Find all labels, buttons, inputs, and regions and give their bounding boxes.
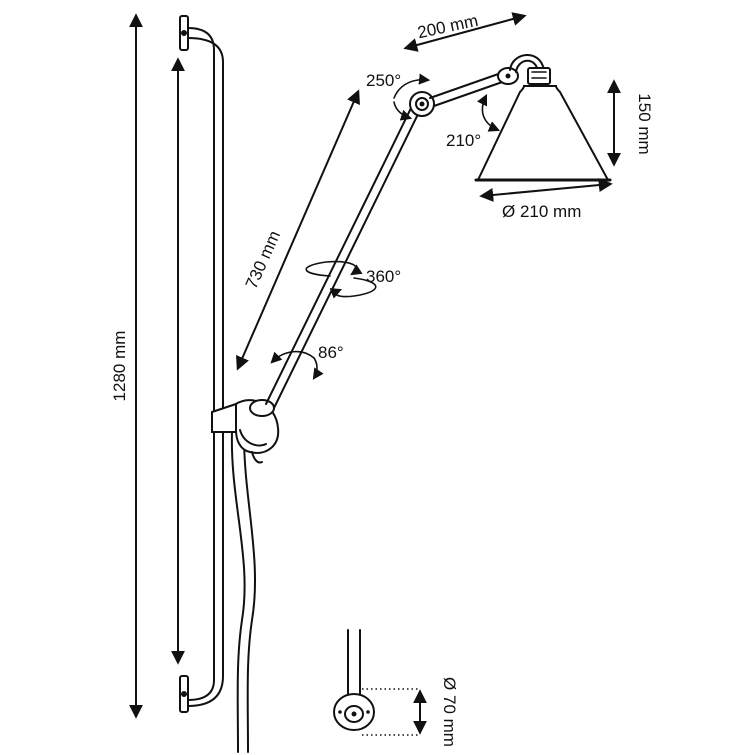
shade-joint: 210° — [446, 54, 551, 150]
base-diameter-label: Ø 70 mm — [440, 677, 459, 747]
shade-height-dimension: 150 mm — [607, 79, 654, 167]
base-diameter-dimension: Ø 70 mm — [413, 677, 459, 747]
top-arm — [429, 71, 509, 107]
shade-joint-angle-label: 210° — [446, 131, 481, 150]
arm-length-label: 730 mm — [242, 228, 284, 292]
arm-rotation-indicator: 360° — [305, 260, 401, 299]
top-joint-angle-label: 250° — [366, 71, 401, 90]
arm-length-dimension: 730 mm — [236, 89, 360, 371]
wall-rail — [179, 15, 224, 713]
top-joint: 250° — [366, 71, 435, 121]
shade-height-label: 150 mm — [635, 93, 654, 154]
rail-height-label: 1280 mm — [110, 331, 129, 402]
shade-diameter-label: Ø 210 mm — [502, 202, 581, 221]
shade-diameter-dimension: Ø 210 mm — [479, 178, 613, 221]
arm-rotation-label: 360° — [366, 267, 401, 286]
main-arm — [265, 101, 423, 409]
rail-height-dimension: 1280 mm — [110, 13, 143, 719]
rail-clamp — [211, 399, 280, 464]
base-plate-detail — [333, 629, 420, 736]
top-arm-dimension: 200 mm — [403, 11, 527, 52]
lamp-shade — [474, 85, 612, 182]
power-cord — [230, 431, 257, 753]
base-joint-angle-label: 86° — [318, 343, 344, 362]
base-joint-rotation: 86° — [270, 343, 344, 380]
